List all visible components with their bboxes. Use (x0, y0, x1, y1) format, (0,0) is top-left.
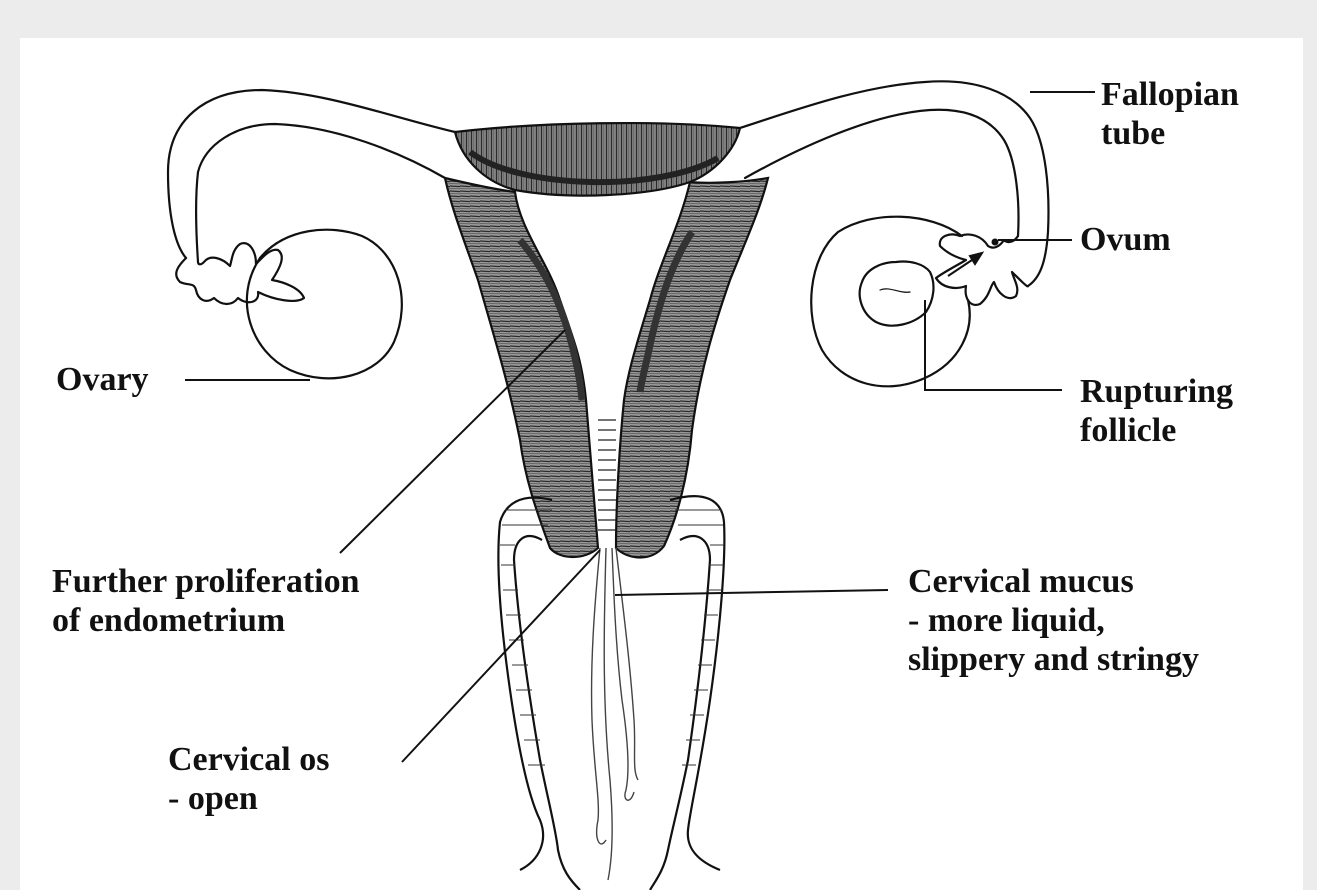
cervical-mucus-strands (592, 548, 638, 880)
vagina (498, 496, 724, 890)
label-ovary: Ovary (56, 360, 149, 399)
label-fallopian-tube: Fallopian tube (1101, 75, 1239, 153)
label-cervical-mucus: Cervical mucus - more liquid, slippery a… (908, 562, 1199, 679)
leader-os (402, 550, 600, 762)
left-fimbriae (176, 243, 304, 304)
label-cervical-os: Cervical os - open (168, 740, 329, 818)
cervical-canal (598, 420, 616, 530)
ovum-dot (992, 239, 999, 246)
leader-mucus (615, 590, 888, 595)
right-ovary (811, 217, 969, 387)
leader-rupturing (925, 300, 1062, 390)
left-fallopian-tube (168, 90, 455, 262)
right-fallopian-tube (740, 81, 1048, 286)
label-rupturing-follicle: Rupturing follicle (1080, 372, 1233, 450)
label-further-proliferation: Further proliferation of endometrium (52, 562, 360, 640)
right-fimbriae (936, 234, 1028, 304)
label-ovum: Ovum (1080, 220, 1171, 259)
rupturing-follicle-shape (860, 261, 934, 325)
